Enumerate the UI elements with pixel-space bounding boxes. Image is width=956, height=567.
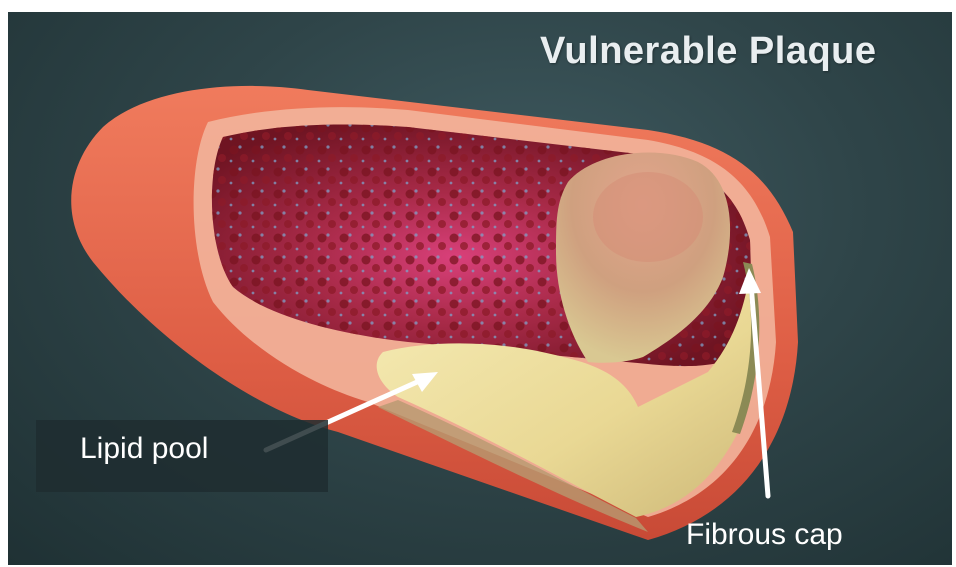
plaque-surface — [593, 172, 703, 262]
fibrous-cap-label: Fibrous cap — [686, 518, 843, 552]
figure-title: Vulnerable Plaque — [540, 30, 877, 73]
lipid-pool-label: Lipid pool — [80, 432, 208, 466]
